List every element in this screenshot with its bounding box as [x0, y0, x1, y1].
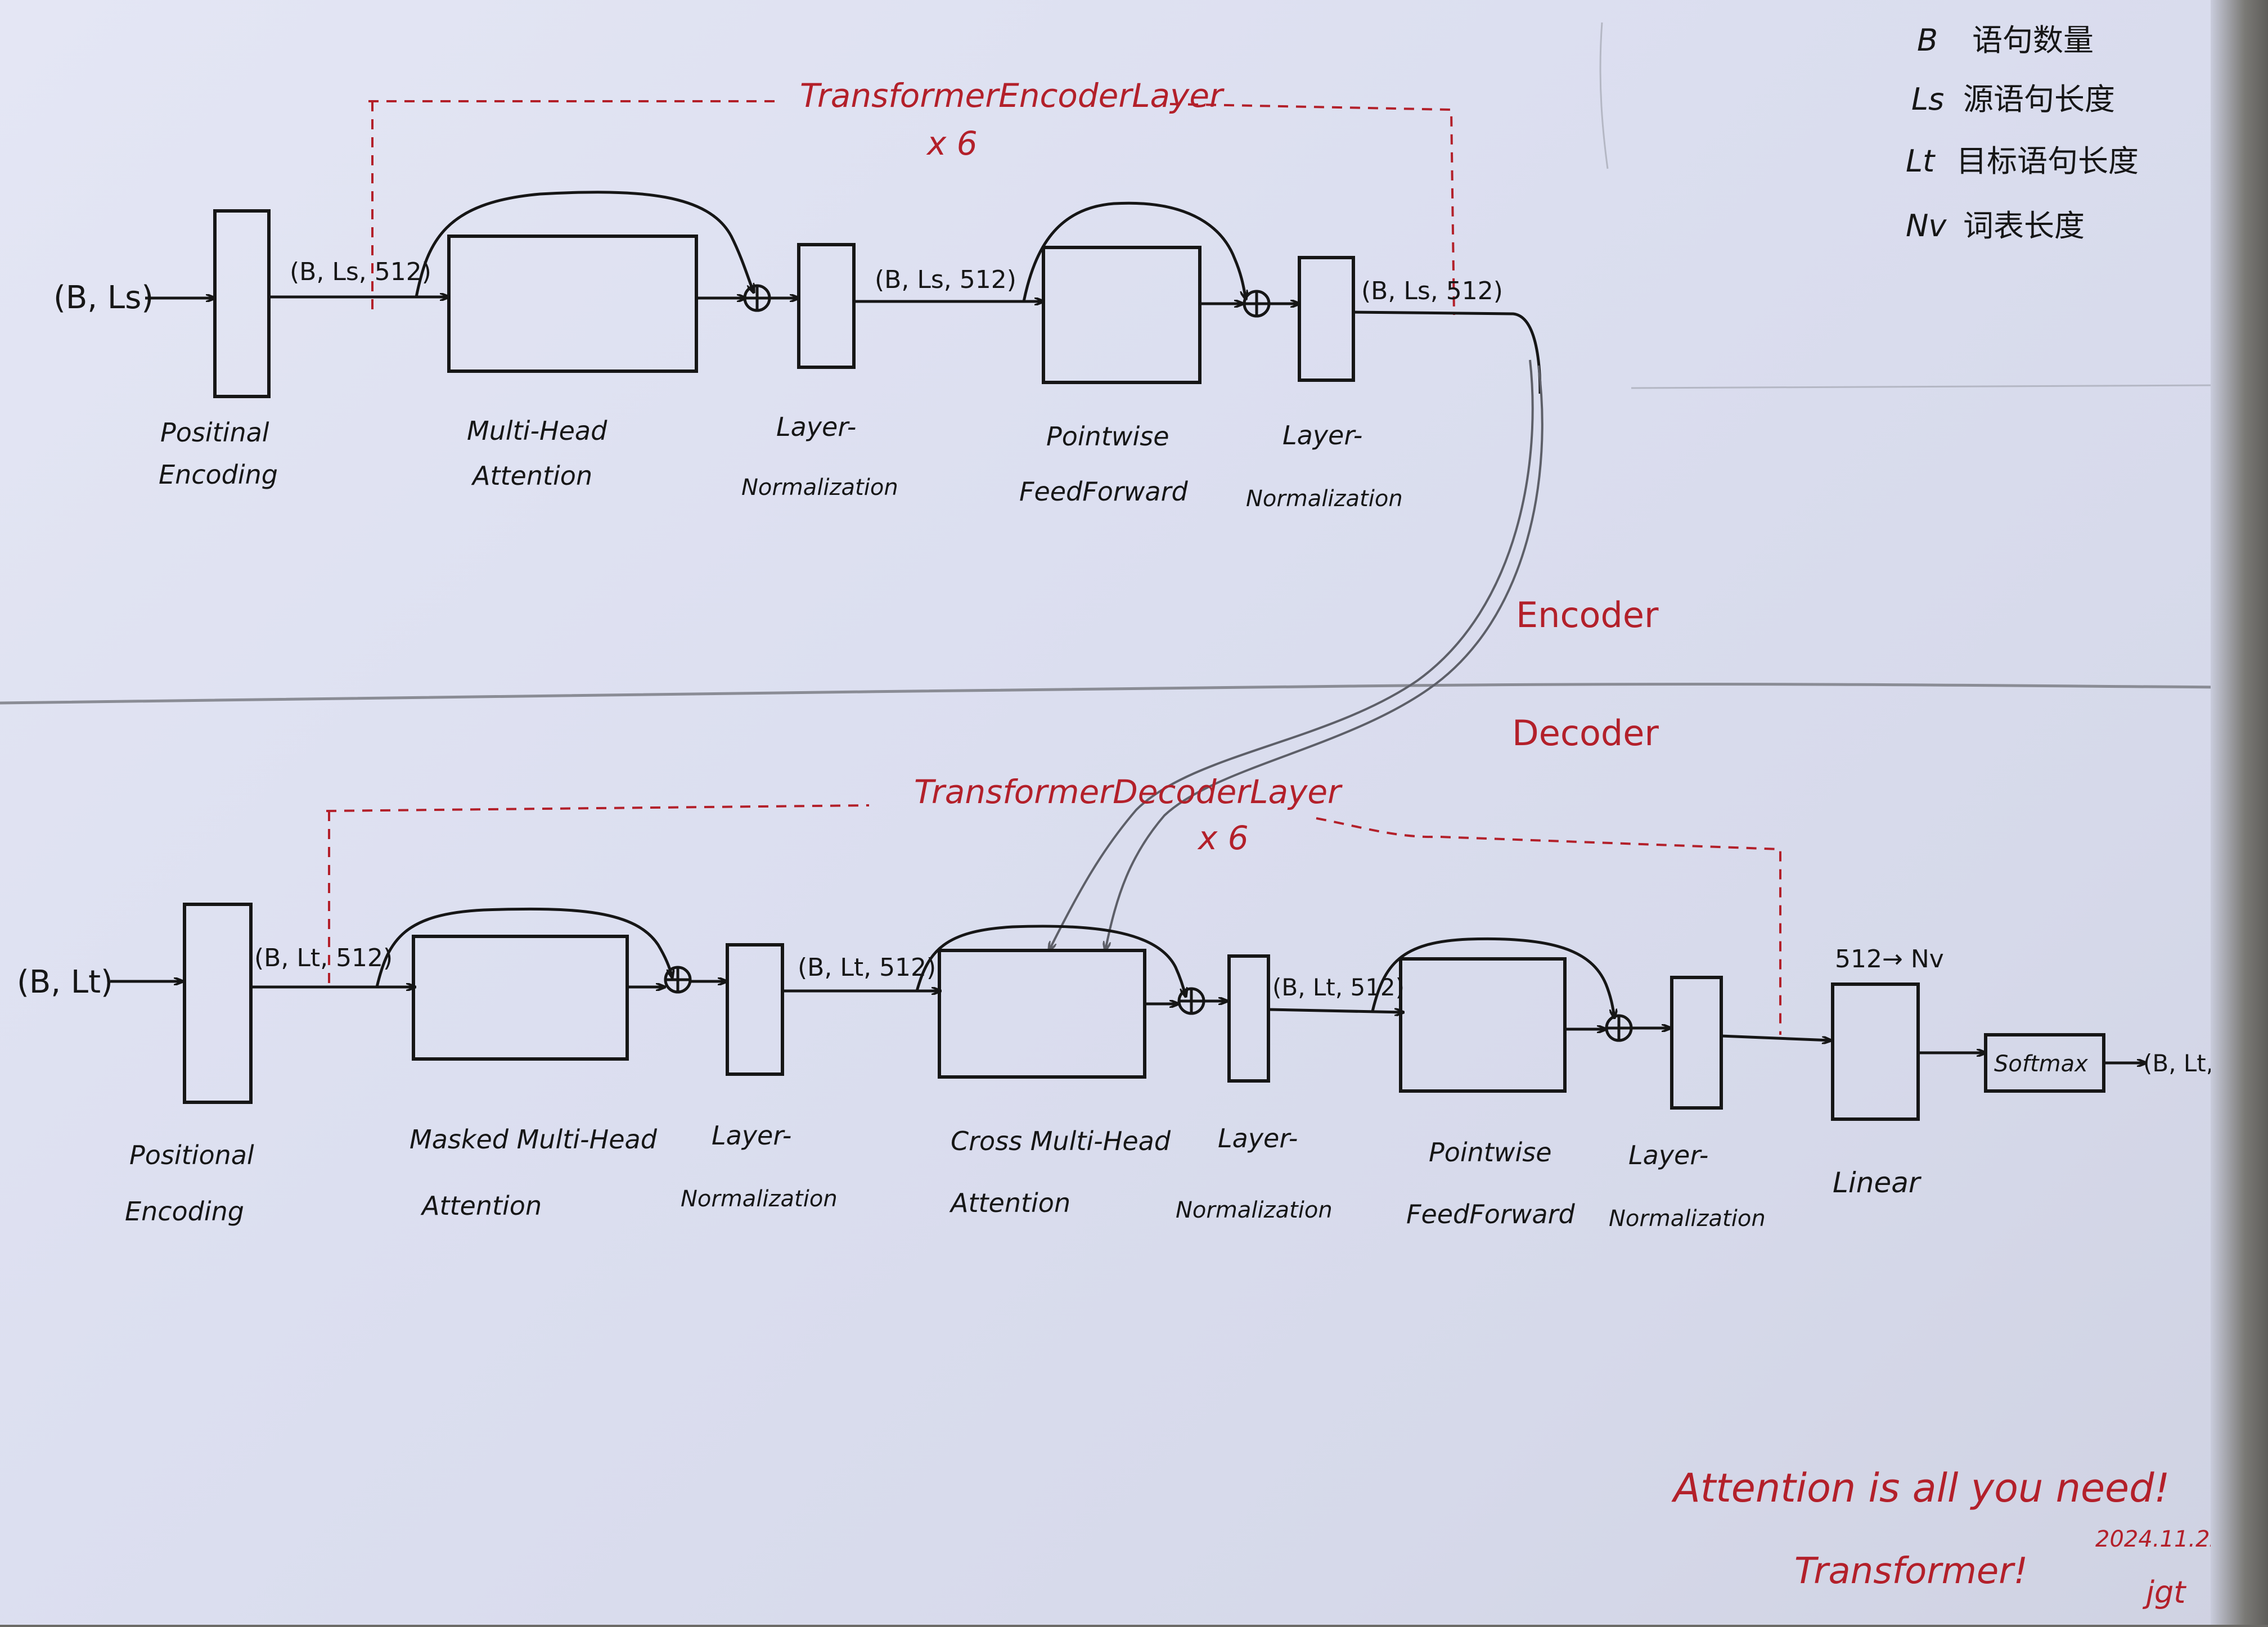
- decoder-ln2-label: Normalization: [1176, 1197, 1333, 1223]
- decoder-masked-attention-block: [412, 935, 629, 1061]
- footer-date: 2024.11.22: [2095, 1526, 2224, 1552]
- table-background: [2211, 0, 2268, 1625]
- add-node-icon: [664, 966, 692, 994]
- add-node-icon: [1605, 1014, 1633, 1042]
- decoder-ln1-label: Normalization: [681, 1186, 838, 1212]
- legend-meaning: 语句数量: [1972, 22, 2094, 58]
- legend-meaning: 源语句长度: [1963, 82, 2115, 117]
- legend-symbol: Lt: [1906, 143, 1936, 179]
- faint-pencil-mark: [1599, 22, 1609, 169]
- encoder-ln1-label: Normalization: [741, 475, 898, 501]
- encoder-section-label: Encoder: [1516, 594, 1659, 636]
- encoder-memory-connection: [1105, 365, 1544, 950]
- legend: B 语句数量 Ls 源语句长度 Lt 目标语句长度 Nv 词表长度: [1906, 22, 2139, 244]
- decoder-layer-repeat: x 6: [1197, 819, 1249, 857]
- encoder-multi-head-attention-block: [447, 235, 698, 373]
- decoder-ln2-label: Layer-: [1218, 1123, 1298, 1153]
- residual-arc: [375, 907, 672, 988]
- encoder-attention-label: Multi-Head: [467, 416, 608, 446]
- encoder-pe-label: Encoding: [159, 459, 278, 490]
- encoder-ln1-label: Layer-: [776, 412, 856, 442]
- decoder-cross-attention-block: [938, 949, 1146, 1079]
- encoder-pe-label: Positinal: [160, 417, 269, 448]
- encoder-ffn-label: FeedForward: [1019, 476, 1188, 507]
- decoder-layernorm-1-block: [726, 943, 784, 1076]
- encoder-decoder-divider: [0, 683, 2228, 705]
- encoder-attention-label: Attention: [471, 461, 592, 491]
- decoder-layer-title: TransformerDecoderLayer: [914, 773, 1343, 811]
- linear-block: [1831, 982, 1920, 1121]
- encoder-positional-encoding-block: [213, 209, 271, 398]
- decoder-section-label: Decoder: [1512, 713, 1659, 754]
- arrow: [1268, 1008, 1403, 1012]
- encoder-layer-title: TransformerEncoderLayer: [800, 76, 1225, 115]
- encoder-feedforward-block: [1042, 246, 1202, 384]
- decoder-layernorm-3-block: [1670, 976, 1723, 1110]
- encoder-shape-after-pe: (B, Ls, 512): [290, 258, 431, 286]
- decoder-ln3-label: Normalization: [1609, 1206, 1766, 1232]
- legend-symbol: Nv: [1906, 208, 1947, 244]
- encoder-memory-connection: [1049, 359, 1534, 950]
- encoder-ln2-label: Layer-: [1282, 420, 1362, 450]
- decoder-masked-attention-label: Masked Multi-Head: [410, 1124, 658, 1155]
- decoder-shape-after-ln1: (B, Lt, 512): [798, 953, 936, 982]
- linear-label: Linear: [1833, 1166, 1922, 1199]
- legend-symbol: Ls: [1911, 82, 1944, 117]
- encoder-layernorm-1-block: [797, 243, 856, 369]
- encoder-input-shape: (B, Ls): [53, 280, 154, 316]
- residual-arc: [915, 925, 1186, 997]
- decoder-feedforward-block: [1399, 957, 1567, 1093]
- encoder-layer-frame: [368, 100, 1455, 316]
- footer-slogan: Attention is all you need!: [1671, 1465, 2170, 1511]
- decoder-masked-attention-label: Attention: [420, 1191, 542, 1221]
- footer-title: Transformer!: [1794, 1551, 2028, 1592]
- residual-arc: [415, 191, 754, 298]
- decoder-shape-after-pe: (B, Lt, 512): [254, 944, 393, 972]
- faint-pencil-mark: [1631, 384, 2222, 389]
- linear-dims-label: 512→ Nv: [1835, 945, 1944, 974]
- decoder-ffn-label: Pointwise: [1429, 1137, 1552, 1168]
- encoder-layer-repeat: x 6: [926, 124, 978, 163]
- residual-arc: [1371, 937, 1614, 1018]
- decoder-positional-encoding-block: [183, 903, 253, 1104]
- add-node-icon: [1177, 987, 1205, 1015]
- add-node-icon: [1243, 290, 1271, 318]
- decoder-ln1-label: Layer-: [712, 1120, 791, 1151]
- footer-author: jgt: [2142, 1575, 2186, 1610]
- decoder-ln3-label: Layer-: [1628, 1140, 1708, 1170]
- add-node-icon: [743, 284, 771, 312]
- decoder-layer-frame: [326, 804, 1781, 1035]
- encoder-shape-after-ln1: (B, Ls, 512): [875, 265, 1016, 294]
- decoder-input-shape: (B, Lt): [17, 964, 113, 1000]
- decoder-pe-label: Positional: [129, 1140, 254, 1170]
- encoder-layernorm-2-block: [1298, 256, 1355, 382]
- decoder-layernorm-2-block: [1227, 954, 1270, 1083]
- decoder-cross-attention-label: Attention: [949, 1188, 1070, 1218]
- encoder-ln2-label: Normalization: [1246, 486, 1403, 512]
- decoder-ffn-label: FeedForward: [1406, 1199, 1575, 1229]
- residual-arc: [1022, 201, 1246, 302]
- encoder-ffn-label: Pointwise: [1046, 421, 1169, 452]
- legend-meaning: 目标语句长度: [1956, 143, 2139, 179]
- legend-symbol: B: [1917, 22, 1938, 58]
- softmax-label: Softmax: [1994, 1051, 2088, 1077]
- decoder-pe-label: Encoding: [125, 1196, 244, 1227]
- legend-meaning: 词表长度: [1963, 208, 2085, 244]
- decoder-cross-attention-label: Cross Multi-Head: [951, 1126, 1171, 1156]
- arrow: [1721, 1034, 1831, 1040]
- encoder-output-line: [1353, 310, 1542, 394]
- encoder-shape-output: (B, Ls, 512): [1361, 277, 1503, 305]
